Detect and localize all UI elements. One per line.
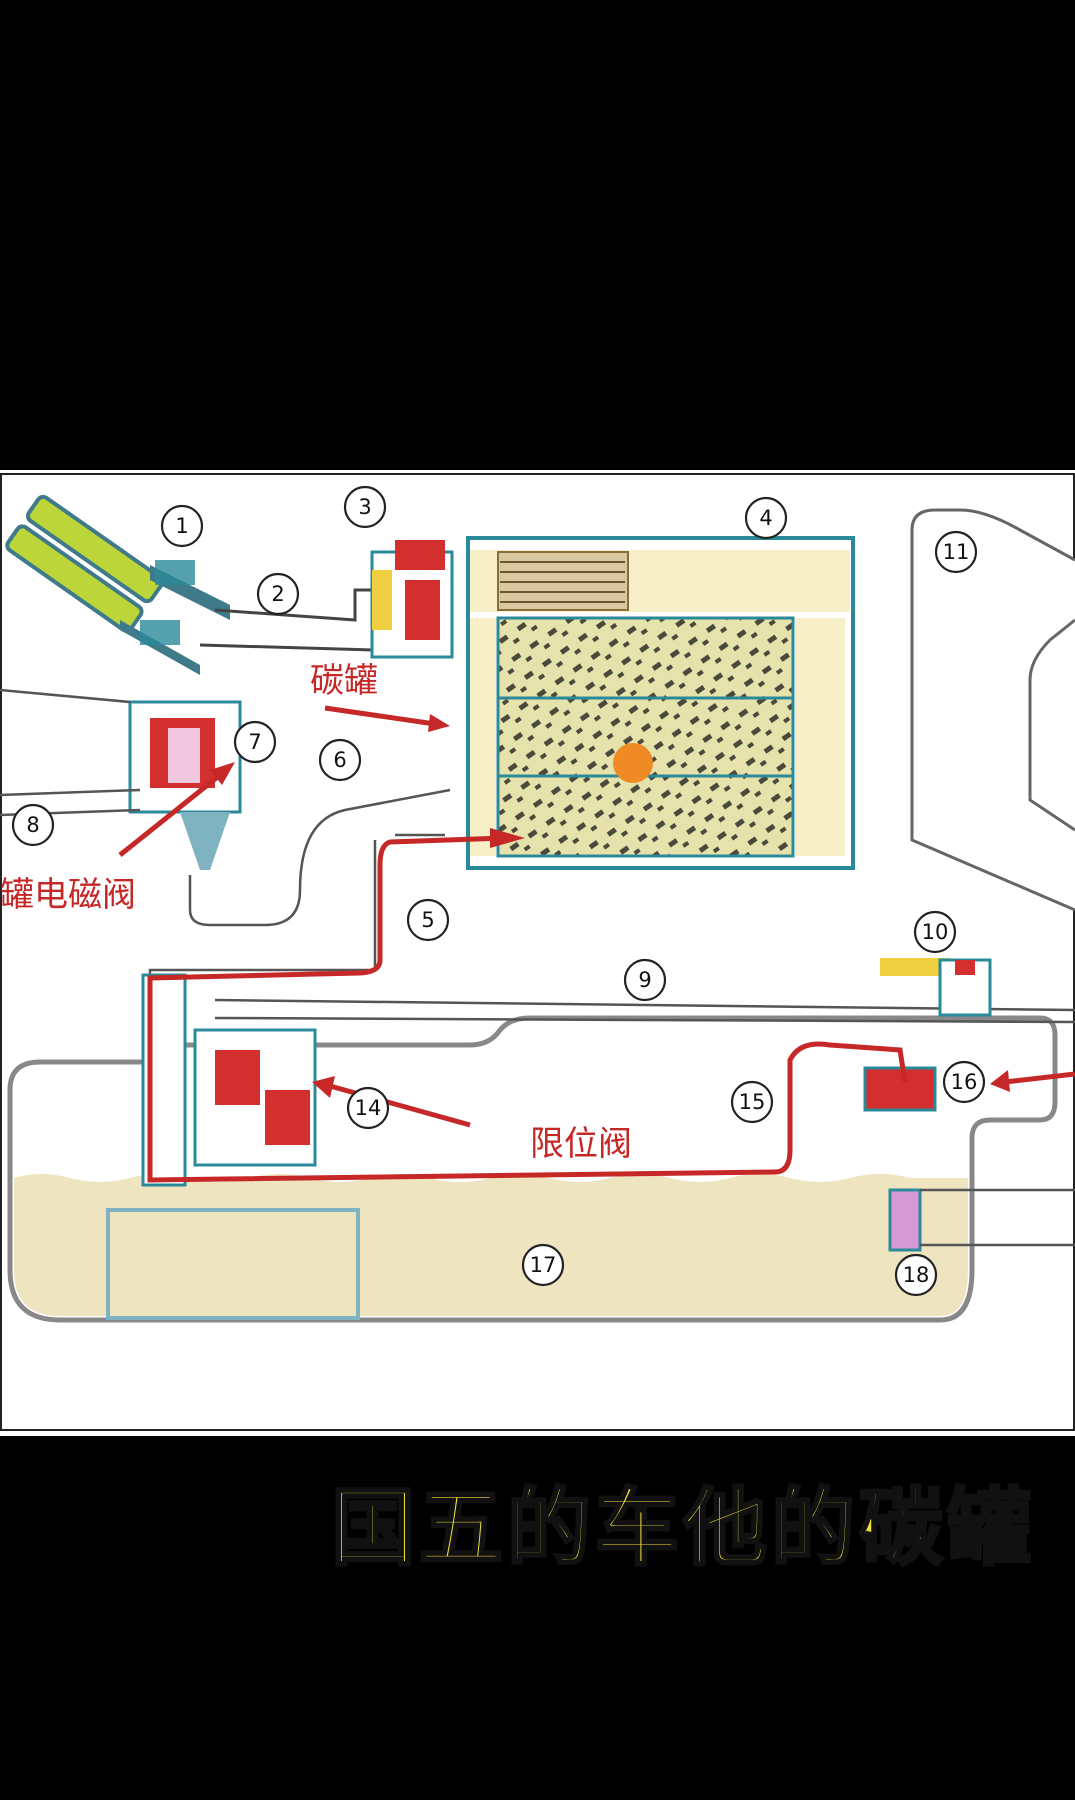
valve-3	[370, 540, 454, 659]
callout-6: 6	[318, 738, 362, 782]
svg-text:14: 14	[355, 1096, 382, 1120]
callout-8: 8	[11, 803, 55, 847]
callout-1: 1	[160, 504, 204, 548]
limit-valve-assembly	[193, 1028, 317, 1167]
part-11-outline	[910, 508, 1075, 912]
label-limit-valve: 限位阀	[530, 1124, 632, 1164]
svg-text:2: 2	[271, 582, 284, 606]
svg-text:11: 11	[943, 540, 970, 564]
callout-16: 16	[942, 1060, 986, 1104]
carbon-canister-marker	[613, 743, 653, 783]
evap-system-diagram: 碳罐 罐电磁阀 限位阀 1 2 3 4 5 6 7 8 9 10 11 14 1…	[0, 473, 1075, 1431]
callout-5: 5	[406, 898, 450, 942]
svg-text:10: 10	[922, 920, 949, 944]
svg-text:6: 6	[333, 748, 346, 772]
svg-text:7: 7	[248, 730, 261, 754]
callout-17: 17	[521, 1243, 565, 1287]
part-18	[888, 1188, 922, 1252]
svg-text:5: 5	[421, 908, 434, 932]
callout-18: 18	[894, 1253, 938, 1297]
svg-text:8: 8	[26, 813, 39, 837]
callout-10: 10	[913, 910, 957, 954]
filler-neck	[5, 494, 230, 675]
svg-text:18: 18	[903, 1263, 930, 1287]
callout-15: 15	[730, 1080, 774, 1124]
video-caption: 国五的车他的碳罐	[0, 1436, 1075, 1606]
svg-text:16: 16	[951, 1070, 978, 1094]
callout-4: 4	[744, 496, 788, 540]
video-frame: 碳罐 罐电磁阀 限位阀 1 2 3 4 5 6 7 8 9 10 11 14 1…	[0, 470, 1075, 1436]
callout-7: 7	[233, 720, 277, 764]
callout-14: 14	[346, 1086, 390, 1130]
valve-10	[880, 958, 992, 1017]
svg-text:1: 1	[175, 514, 188, 538]
svg-text:3: 3	[358, 495, 371, 519]
callout-2: 2	[256, 572, 300, 616]
flow-path	[147, 835, 908, 1183]
callout-3: 3	[343, 485, 387, 529]
caption-text: 国五的车他的碳罐	[329, 1477, 1035, 1578]
callout-11: 11	[934, 530, 978, 574]
label-canister: 碳罐	[310, 661, 378, 701]
carbon-canister	[466, 536, 855, 870]
purge-solenoid-valve	[128, 700, 242, 870]
svg-text:4: 4	[759, 506, 772, 530]
label-solenoid-valve: 罐电磁阀	[0, 875, 136, 915]
svg-text:17: 17	[530, 1253, 557, 1277]
callout-9: 9	[623, 958, 667, 1002]
svg-text:15: 15	[739, 1090, 766, 1114]
svg-text:9: 9	[638, 968, 651, 992]
part-16	[863, 1066, 937, 1112]
